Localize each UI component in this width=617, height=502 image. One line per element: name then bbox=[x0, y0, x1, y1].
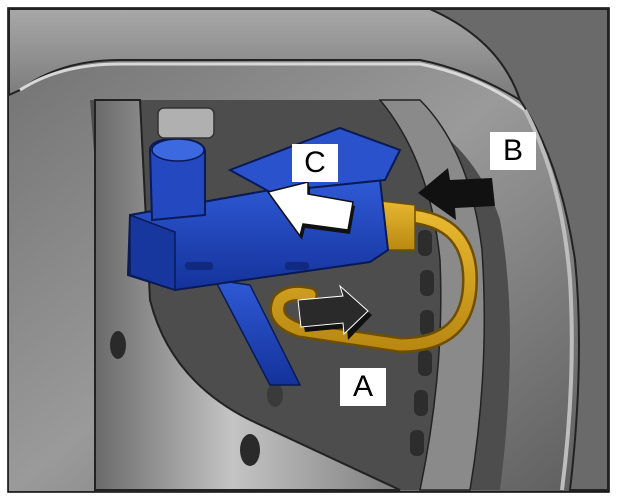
wire-harness bbox=[272, 209, 476, 351]
mounting-stud bbox=[157, 107, 215, 139]
callout-b: B bbox=[490, 132, 536, 170]
rail-slot bbox=[410, 430, 424, 456]
connector-side-face bbox=[129, 213, 176, 292]
connector-latch-slot bbox=[285, 262, 309, 270]
rail-slot bbox=[418, 230, 432, 256]
bracket-hole bbox=[240, 434, 260, 466]
housing-right-highlight bbox=[523, 109, 574, 491]
arrow-a-face bbox=[297, 284, 369, 336]
rail-slot bbox=[418, 350, 432, 376]
rail-slot bbox=[414, 390, 428, 416]
housing-right-edge bbox=[429, 8, 609, 491]
mounting-bracket bbox=[94, 99, 401, 491]
callout-c: C bbox=[292, 144, 338, 182]
housing-highlight bbox=[19, 62, 526, 112]
rail-slot bbox=[420, 270, 434, 296]
connector-locking-tab bbox=[213, 279, 302, 386]
callout-a: A bbox=[340, 368, 386, 406]
arrow-b bbox=[418, 168, 495, 220]
bracket-hole bbox=[110, 331, 126, 359]
connector-latch-slot bbox=[185, 262, 213, 270]
bracket-hole bbox=[267, 383, 283, 407]
rail-slot bbox=[420, 310, 434, 336]
arrow-c-face bbox=[266, 181, 354, 238]
connector-plug-cap bbox=[151, 138, 205, 162]
